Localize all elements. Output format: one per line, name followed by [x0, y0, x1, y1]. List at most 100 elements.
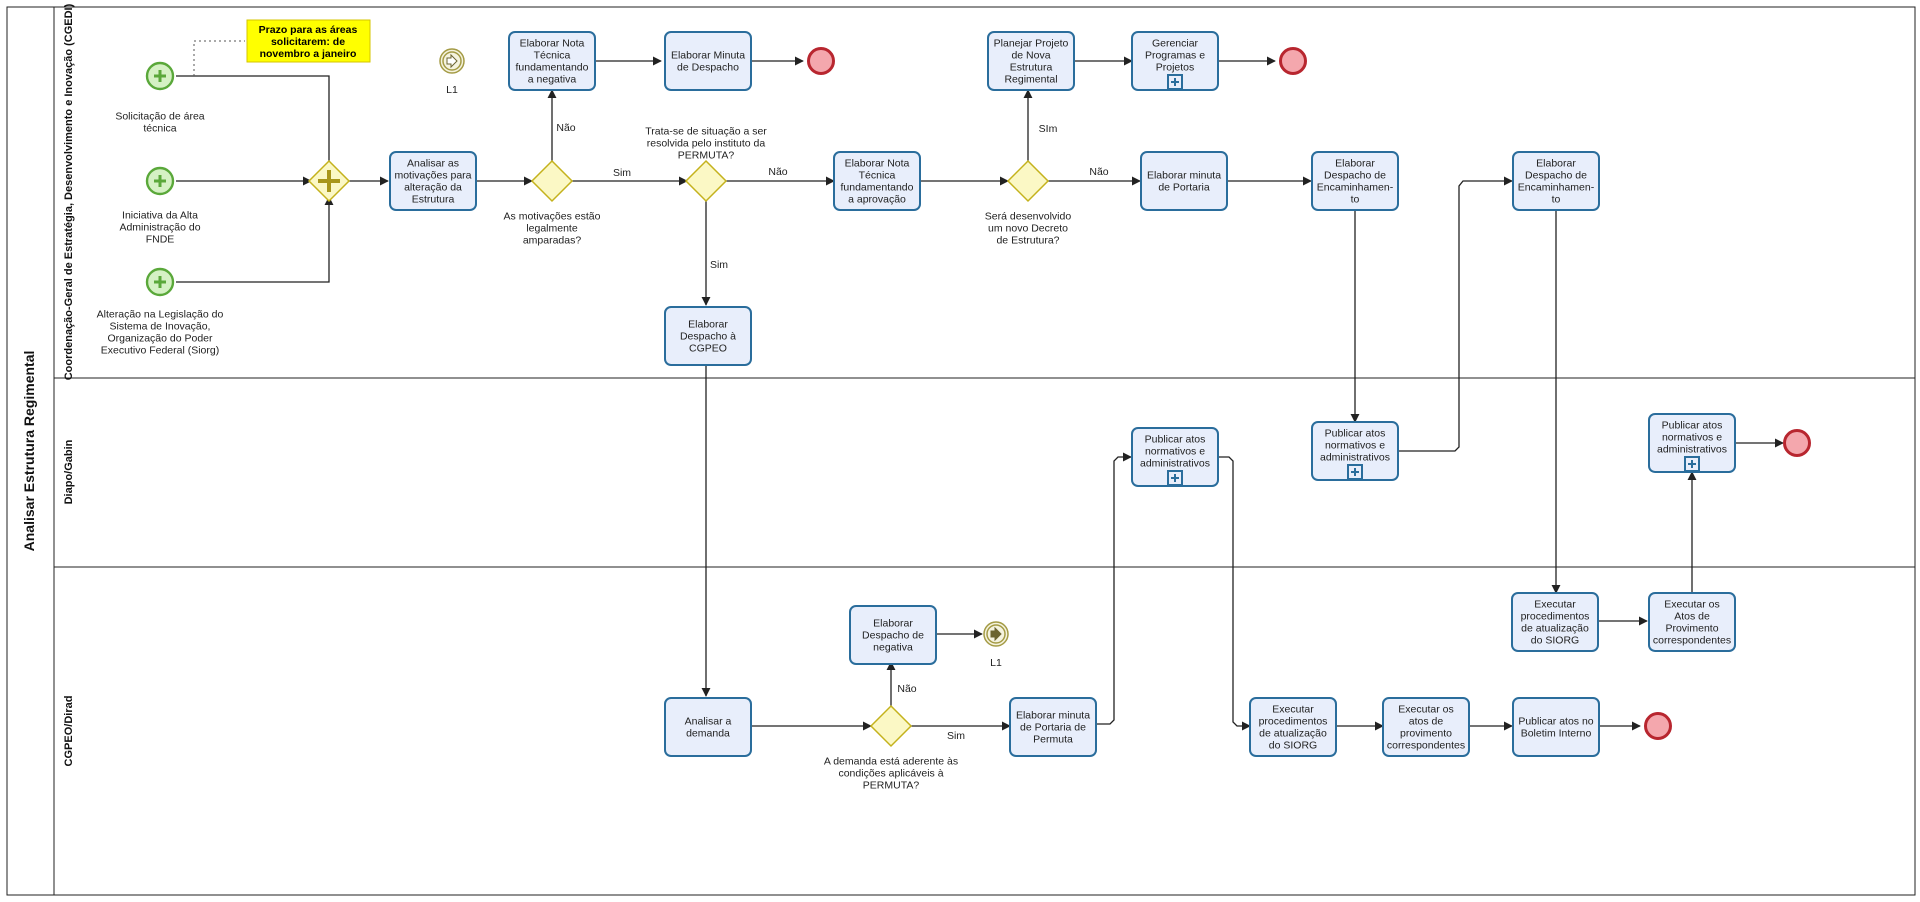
start-event-2-label-line: Administração do	[119, 222, 200, 234]
task-despacho-encaminhamento-1-line: Elaborar	[1335, 158, 1375, 170]
lane-title-diapo: Diapo/Gabin	[63, 439, 75, 504]
link-event-label: L1	[990, 657, 1002, 669]
lane-title-cgedi: Coordenação-Geral de Estratégia, Desenvo…	[63, 3, 75, 380]
task-executar-provimento-1-line: Executar os	[1398, 704, 1453, 716]
task-minuta-despacho-line: Elaborar Minuta	[671, 50, 745, 62]
pool: Analisar Estrutura Regimental	[6, 6, 1916, 896]
start-event-2-label-line: Iniciativa da Alta	[122, 210, 198, 222]
gateway-permuta-label-line: resolvida pelo instituto da	[647, 138, 766, 150]
link-arrow-icon	[446, 53, 458, 69]
end-event-3[interactable]	[1783, 429, 1811, 457]
task-despacho-encaminhamento-2-line: to	[1552, 194, 1561, 206]
annotation-note: Prazo para as áreas solicitarem: de nove…	[193, 19, 371, 76]
task-despacho-encaminhamento-2-line: Elaborar	[1536, 158, 1576, 170]
task-executar-siorg-1-line: Executar	[1272, 704, 1314, 716]
pool-title: Analisar Estrutura Regimental	[21, 351, 37, 552]
task-executar-siorg-1-line: procedimentos	[1259, 716, 1328, 728]
task-nota-aprovacao-line: Elaborar Nota	[845, 158, 910, 170]
task-minuta-portaria-permuta-line: Permuta	[1033, 734, 1073, 746]
start-plus-icon	[154, 276, 166, 288]
task-planejar-projeto-line: Regimental	[1004, 74, 1057, 86]
task-planejar-projeto-line: Estrutura	[1010, 62, 1053, 74]
end-event-1[interactable]	[807, 47, 835, 75]
task-despacho-encaminhamento-2-line: Encaminhamen-	[1518, 182, 1595, 194]
task-despacho-cgpeo-line: Elaborar	[688, 319, 728, 331]
flow-label-nao-2: Não	[768, 166, 787, 178]
task-executar-siorg-2-line: procedimentos	[1521, 611, 1590, 623]
end-events	[807, 47, 1811, 740]
task-despacho-encaminhamento-2-line: Despacho de	[1525, 170, 1587, 182]
flow-label-sim-3: Sim	[947, 730, 965, 742]
task-despacho-encaminhamento-1-line: Despacho de	[1324, 170, 1386, 182]
link-event-2[interactable]: L1	[983, 621, 1009, 669]
task-minuta-portaria-line: Elaborar minuta	[1147, 170, 1221, 182]
task-publicar-boletim-line: Publicar atos no	[1518, 716, 1593, 728]
parallel-plus-icon	[318, 170, 340, 192]
sequence-flows	[176, 56, 1784, 731]
task-executar-siorg-1-line: do SIORG	[1269, 740, 1317, 752]
task-nota-negativa-line: a negativa	[528, 74, 577, 86]
task-executar-provimento-1-line: atos de	[1409, 716, 1444, 728]
gateway-parallel[interactable]	[307, 159, 351, 203]
task-publicar-atos-3-line: administrativos	[1657, 444, 1727, 456]
subprocess-plus-icon	[1167, 74, 1183, 90]
flow-label-sim-1: Sim	[613, 167, 631, 179]
gateway-motivacoes-label-line: amparadas?	[523, 235, 582, 247]
start-event-1-label-line: técnica	[143, 123, 176, 135]
task-gerenciar-programas-line: Gerenciar	[1152, 38, 1199, 50]
task-planejar-projeto-line: de Nova	[1011, 50, 1050, 62]
subprocess-plus-icon	[1167, 470, 1183, 486]
task-despacho-negativa-line: Despacho de	[862, 630, 924, 642]
task-despacho-encaminhamento-1-line: Encaminhamen-	[1317, 182, 1394, 194]
task-publicar-atos-3-line: normativos e	[1662, 432, 1722, 444]
end-event-4[interactable]	[1644, 712, 1672, 740]
task-despacho-negativa-line: Elaborar	[873, 618, 913, 630]
task-minuta-portaria-permuta-line: Elaborar minuta	[1016, 710, 1090, 722]
task-nota-negativa-line: Elaborar Nota	[520, 38, 585, 50]
task-analisar-motivacoes-line: Analisar as	[407, 158, 459, 170]
gateway-aderente-label-line: PERMUTA?	[863, 780, 920, 792]
link-event-1[interactable]: L1	[439, 48, 465, 96]
task-executar-siorg-2-line: Executar	[1534, 599, 1576, 611]
task-gerenciar-programas-line: Programas e	[1145, 50, 1205, 62]
end-event-2[interactable]	[1279, 47, 1307, 75]
flow-label-nao-1: Não	[556, 122, 575, 134]
task-publicar-atos-2-line: Publicar atos	[1325, 428, 1386, 440]
task-executar-provimento-2-line: Provimento	[1665, 623, 1718, 635]
lane-title-cgpeo: CGPEO/Dirad	[63, 696, 75, 767]
flow-label-sim-planejar: SIm	[1039, 123, 1058, 135]
subprocess-plus-icon	[1347, 464, 1363, 480]
task-nota-aprovacao-line: Técnica	[859, 170, 896, 182]
task-executar-provimento-2-line: Executar os	[1664, 599, 1719, 611]
